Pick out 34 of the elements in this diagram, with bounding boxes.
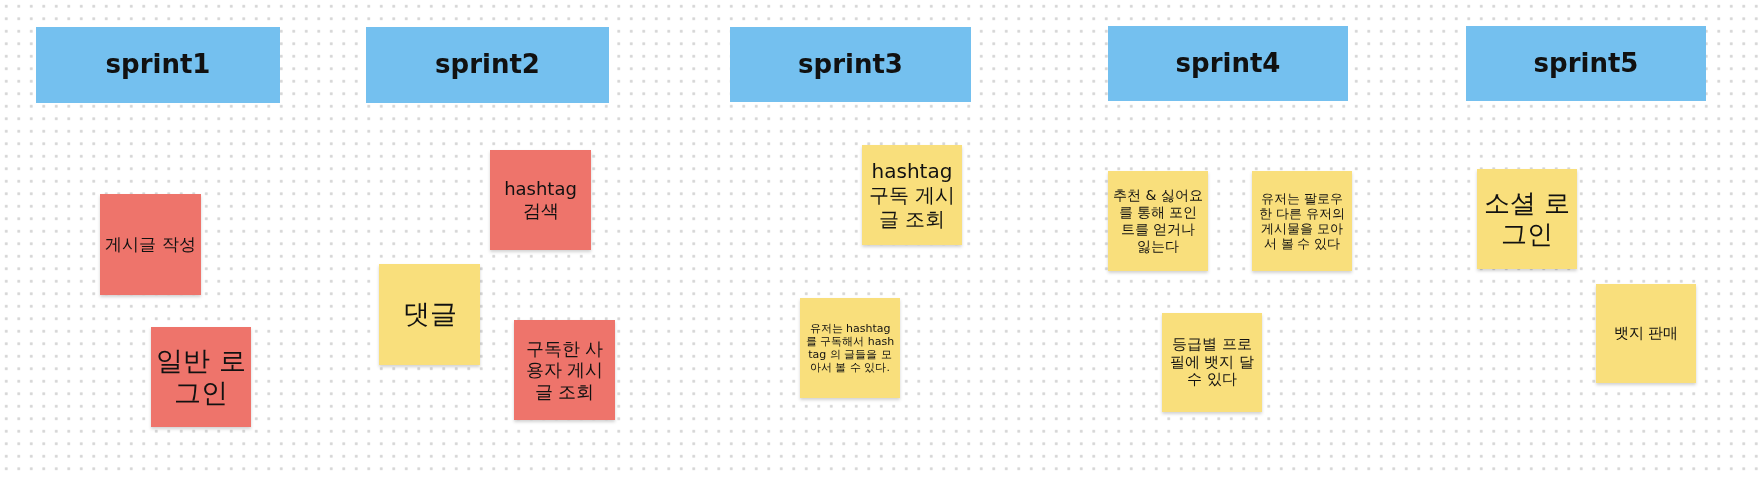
sticky-note [1477, 169, 1577, 269]
sprint-header [1466, 26, 1706, 101]
sprint-title: sprint1 [105, 49, 211, 81]
sticky-note [100, 194, 201, 295]
sticky-note [1252, 171, 1352, 271]
sprint-title: sprint2 [435, 49, 540, 81]
sticky-note [800, 298, 900, 398]
note-text: 뱃지 판매 [1613, 324, 1679, 343]
sticky-note [151, 327, 251, 427]
note-text: 게시글 작성 [105, 234, 196, 255]
note-text: 구독한 사용자 게시글 조회 [524, 337, 605, 403]
sprint-header [366, 27, 609, 103]
note-text: 유저는 팔로우한 다른 유저의 게시물을 모아서 볼 수 있다 [1258, 191, 1346, 251]
sticky-note [1596, 284, 1696, 383]
note-text: 소셜 로그인 [1482, 187, 1572, 251]
sprint-title: sprint5 [1533, 47, 1639, 80]
note-text: 등급별 프로필에 뱃지 달 수 있다 [1168, 336, 1256, 389]
sprint-title: sprint3 [798, 48, 903, 81]
sprint-header [730, 27, 971, 102]
sticky-note [514, 320, 615, 420]
note-text: hashtag 구독 게시글 조회 [867, 159, 957, 231]
note-text: hashtag 검색 [503, 178, 578, 222]
sprint-title: sprint4 [1175, 47, 1281, 80]
note-text: 유저는 hashtag 를 구독해서 hashtag 의 글들을 모아서 볼 수 있다. [805, 321, 895, 375]
sprint-header [36, 27, 280, 103]
sticky-note [862, 145, 962, 245]
sticky-note [1162, 313, 1262, 412]
note-text: 추천 & 싫어요 를 통해 포인트를 얻거나 잃는다 [1113, 187, 1203, 255]
note-text: 댓글 [402, 298, 457, 331]
sprint-header [1108, 26, 1348, 101]
sticky-note [379, 264, 480, 365]
note-text: 일반 로그인 [156, 344, 246, 410]
sticky-note [1108, 171, 1208, 271]
sticky-note [490, 150, 591, 250]
